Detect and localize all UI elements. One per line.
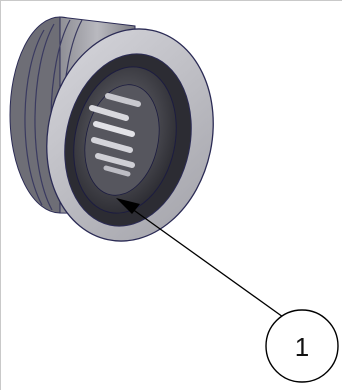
- frame-border-left: [0, 0, 1, 390]
- leader-line: [116, 198, 291, 323]
- callout-1: 1: [265, 309, 339, 383]
- contact-pin: [93, 121, 135, 137]
- callout-number: 1: [295, 332, 309, 362]
- connector-flange: [46, 28, 214, 242]
- contact-pin: [105, 93, 141, 107]
- contact-pin: [89, 105, 129, 121]
- contact-pins: [89, 93, 141, 177]
- arrowhead-icon: [116, 198, 140, 214]
- contact-pin: [91, 137, 133, 153]
- contact-pin: [95, 153, 135, 168]
- frame-border-top: [0, 0, 342, 1]
- contact-pin: [103, 165, 131, 177]
